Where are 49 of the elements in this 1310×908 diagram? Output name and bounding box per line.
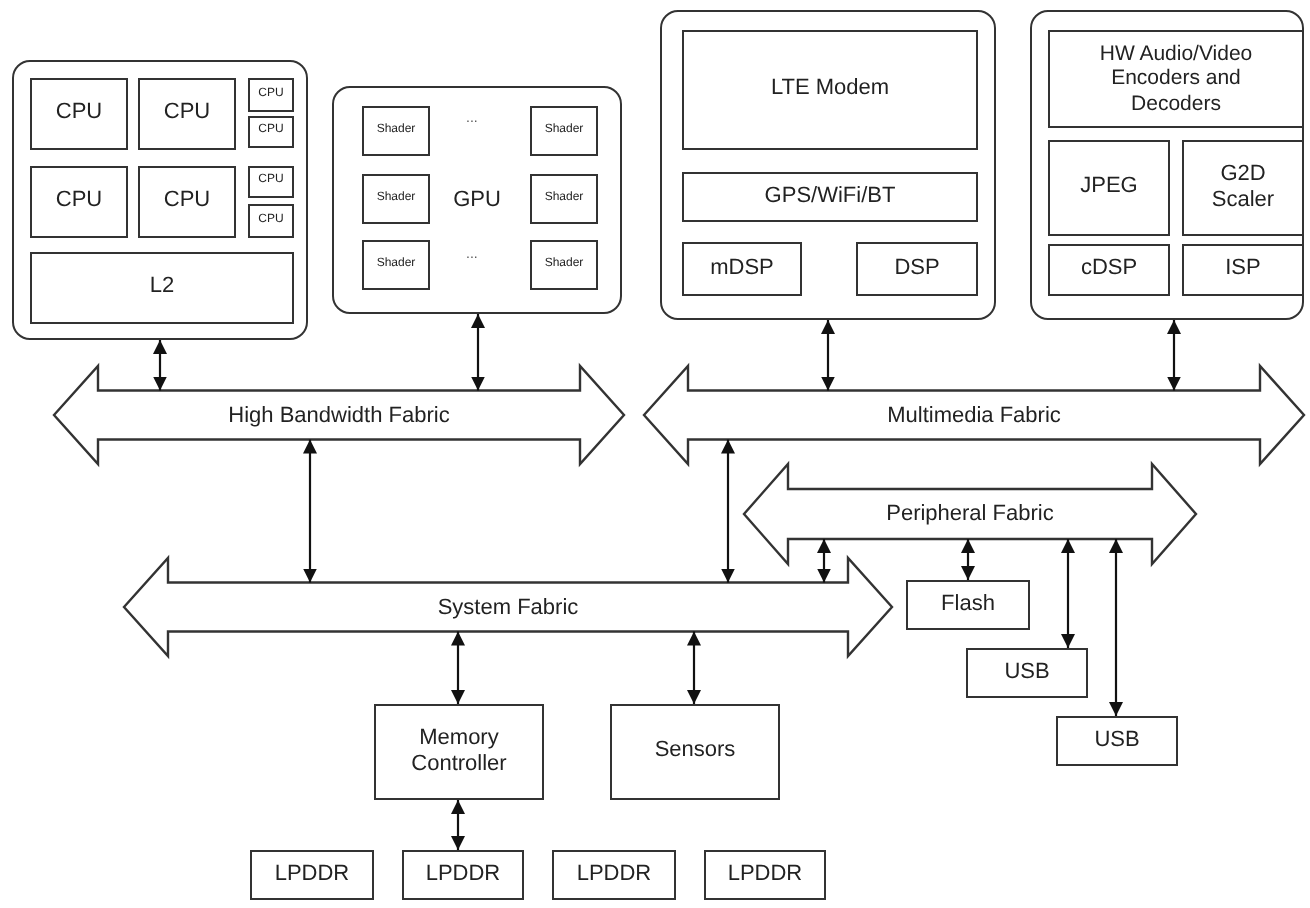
- block-container: [332, 86, 622, 314]
- component-box: G2D Scaler: [1182, 140, 1304, 236]
- bus-band: [644, 366, 1304, 464]
- component-box: JPEG: [1048, 140, 1170, 236]
- bidirectional-arrow: [817, 539, 831, 583]
- bidirectional-arrow: [1061, 539, 1075, 648]
- component-box: LPDDR: [704, 850, 826, 900]
- component-box: CPU: [30, 166, 128, 238]
- bidirectional-arrow: [961, 539, 975, 580]
- bus-band: [744, 464, 1196, 564]
- bidirectional-arrow: [451, 631, 465, 704]
- bidirectional-arrow: [821, 320, 835, 391]
- bus-band: [54, 366, 624, 464]
- bidirectional-arrow: [303, 439, 317, 583]
- component-box: LPDDR: [250, 850, 374, 900]
- bidirectional-arrow: [153, 340, 167, 391]
- bus-band: [124, 558, 892, 656]
- bidirectional-arrow: [721, 439, 735, 583]
- component-box: Flash: [906, 580, 1030, 630]
- component-box: cDSP: [1048, 244, 1170, 296]
- component-box: ISP: [1182, 244, 1304, 296]
- component-box: CPU: [138, 78, 236, 150]
- block-container: [1030, 10, 1304, 320]
- component-box: Memory Controller: [374, 704, 544, 800]
- component-box: Sensors: [610, 704, 780, 800]
- component-box: HW Audio/Video Encoders and Decoders: [1048, 30, 1304, 128]
- component-box: LPDDR: [402, 850, 524, 900]
- bus-label: Peripheral Fabric: [884, 502, 1056, 526]
- bus-label: High Bandwidth Fabric: [226, 403, 452, 427]
- component-box: GPS/WiFi/BT: [682, 172, 978, 222]
- component-box: USB: [966, 648, 1088, 698]
- component-box: CPU: [138, 166, 236, 238]
- component-box: L2: [30, 252, 294, 324]
- component-box: CPU: [30, 78, 128, 150]
- bus-label: System Fabric: [435, 595, 581, 619]
- component-box: USB: [1056, 716, 1178, 766]
- component-box: mDSP: [682, 242, 802, 296]
- component-box: LTE Modem: [682, 30, 978, 150]
- bidirectional-arrow: [471, 314, 485, 391]
- block-container: [12, 60, 308, 340]
- component-box: DSP: [856, 242, 978, 296]
- bidirectional-arrow: [1109, 539, 1123, 716]
- bidirectional-arrow: [1167, 320, 1181, 391]
- block-container: [660, 10, 996, 320]
- bus-label: Multimedia Fabric: [885, 403, 1063, 427]
- block-title: GPU: [453, 188, 501, 212]
- bidirectional-arrow: [451, 800, 465, 850]
- component-box: LPDDR: [552, 850, 676, 900]
- bidirectional-arrow: [687, 631, 701, 704]
